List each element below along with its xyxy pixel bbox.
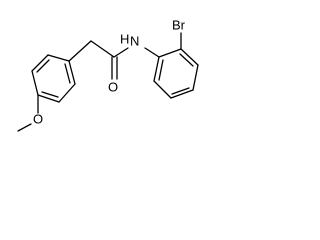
n-to-ring-bond: [144, 47, 160, 58]
ring-b-bond-3: [192, 64, 199, 91]
ring-a-bond-5: [58, 83, 76, 103]
ring-a-bond-1: [47, 54, 70, 62]
ring-b-bond-4: [170, 89, 194, 99]
ring-a-double-3: [64, 63, 71, 84]
ring-a-bond-6: [68, 60, 76, 85]
o-to-methyl-bond: [17, 123, 32, 132]
carbonyl-to-n-bond: [113, 47, 129, 58]
ring-b-double-2: [171, 87, 190, 95]
ring-a-bond-4: [37, 94, 60, 103]
ch2-to-carbonyl-bond: [90, 40, 115, 58]
ring-b-bond-6: [153, 56, 160, 82]
molecule-structure: N H Br O O: [17, 17, 199, 132]
ring-b-bond-5: [153, 80, 172, 99]
bromophenyl-ring: [153, 48, 199, 99]
ring-to-ch2-bond: [68, 40, 92, 62]
ring-b-double-3: [158, 59, 164, 81]
ring-a-bond-3: [31, 70, 39, 96]
ring-b-bond-2: [180, 48, 199, 66]
methoxyphenyl-ring: [31, 54, 76, 103]
ring-a-bond-2: [31, 54, 49, 72]
carbonyl-oxygen-label: O: [108, 79, 118, 94]
bromine-label: Br: [172, 17, 186, 32]
ring-b-bond-1: [158, 48, 182, 58]
ring-a-double-2: [41, 91, 59, 98]
nitrogen-label: N: [130, 33, 139, 48]
ring-a-double-1: [36, 59, 50, 73]
methoxy-oxygen-label: O: [33, 111, 43, 126]
ring-b-double-1: [179, 53, 194, 67]
hydrogen-label: H: [120, 31, 129, 46]
